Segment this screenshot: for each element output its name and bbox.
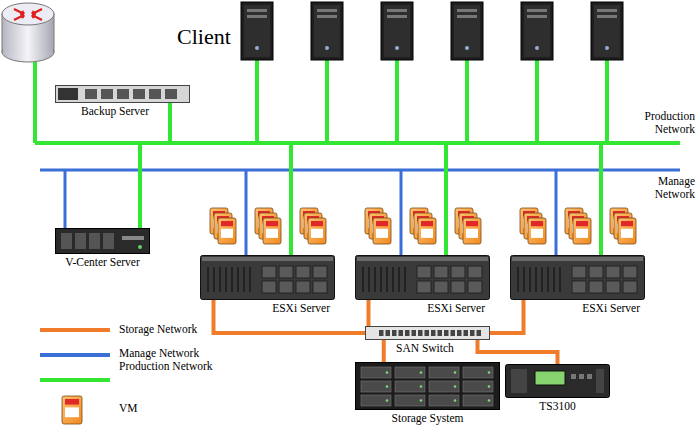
legend-line bbox=[40, 328, 110, 332]
storage-link bbox=[490, 300, 524, 333]
device-label: ESXi Server bbox=[581, 302, 641, 315]
device-label: Storage System bbox=[391, 412, 465, 425]
network-wire bbox=[245, 170, 248, 255]
storage-system: Storage System bbox=[355, 362, 500, 410]
vm-stack bbox=[410, 208, 436, 244]
vm-stack bbox=[365, 208, 391, 244]
vm-stack bbox=[255, 208, 281, 244]
client-tower bbox=[311, 2, 343, 60]
legend-text: VM bbox=[118, 402, 139, 415]
vm-stack bbox=[210, 208, 236, 244]
device-face bbox=[200, 255, 335, 300]
vm-stack bbox=[300, 208, 326, 244]
storage-link bbox=[367, 300, 371, 326]
client-tower bbox=[451, 2, 483, 60]
esxi-server: ESXi Server bbox=[200, 255, 335, 300]
legend-text: Production Network bbox=[118, 360, 214, 373]
network-wire bbox=[289, 143, 293, 255]
network-wire bbox=[400, 170, 403, 255]
legend-text: Storage Network bbox=[118, 323, 198, 336]
vcenter-server: V-Center Server bbox=[55, 228, 150, 254]
network-wire bbox=[465, 60, 469, 143]
device-face bbox=[355, 255, 490, 300]
network-label: Manage Network bbox=[618, 175, 696, 201]
storage-link bbox=[478, 340, 558, 364]
network-wire bbox=[395, 60, 399, 143]
san-switch: SAN Switch bbox=[365, 326, 490, 340]
network-wire bbox=[255, 60, 259, 143]
storage-link bbox=[382, 340, 386, 362]
device-label: SAN Switch bbox=[395, 342, 455, 355]
esxi-server: ESXi Server bbox=[510, 255, 645, 300]
network-wire bbox=[535, 60, 539, 143]
client-tower bbox=[241, 2, 273, 60]
device-label: ESXi Server bbox=[271, 302, 331, 315]
client-tower bbox=[591, 2, 623, 60]
device-label: Backup Server bbox=[80, 105, 150, 118]
device-face bbox=[510, 255, 645, 300]
device-face bbox=[355, 362, 500, 410]
network-wire bbox=[168, 103, 172, 143]
network-wire bbox=[325, 60, 329, 143]
device-label: TS3100 bbox=[538, 400, 576, 413]
network-wire bbox=[605, 60, 609, 143]
device-face bbox=[55, 85, 190, 103]
device-face bbox=[365, 326, 490, 340]
device-label: ESXi Server bbox=[426, 302, 486, 315]
network-wire bbox=[33, 62, 37, 143]
device-face bbox=[55, 228, 150, 254]
vm-stack bbox=[565, 208, 591, 244]
client-tower bbox=[381, 2, 413, 60]
router-icon bbox=[2, 3, 54, 62]
network-wire bbox=[64, 170, 67, 228]
network-wire bbox=[555, 170, 558, 255]
tape-library: TS3100 bbox=[505, 364, 610, 398]
network-label: Production Network bbox=[618, 110, 696, 136]
esxi-server: ESXi Server bbox=[355, 255, 490, 300]
device-label: V-Center Server bbox=[64, 256, 141, 269]
network-wire bbox=[138, 143, 142, 228]
network-wire bbox=[35, 141, 680, 145]
storage-link bbox=[214, 300, 366, 333]
vm-stack bbox=[455, 208, 481, 244]
legend-vm-icon bbox=[62, 396, 82, 424]
client-label: Client bbox=[176, 24, 232, 49]
backup-server: Backup Server bbox=[55, 85, 190, 103]
network-wire bbox=[599, 143, 603, 255]
client-tower bbox=[521, 2, 553, 60]
vm-stack bbox=[610, 208, 636, 244]
legend-line bbox=[40, 353, 110, 357]
network-wire bbox=[444, 143, 448, 255]
legend-text: Manage Network bbox=[118, 347, 200, 360]
device-face bbox=[505, 364, 610, 398]
vm-stack bbox=[520, 208, 546, 244]
legend-line bbox=[40, 378, 110, 382]
network-wire bbox=[40, 169, 680, 172]
